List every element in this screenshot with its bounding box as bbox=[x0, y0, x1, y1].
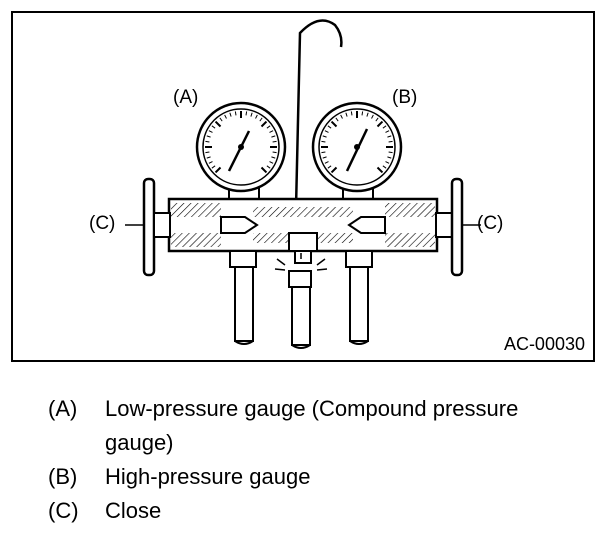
leak-spray-lines bbox=[274, 253, 328, 271]
dial-tick bbox=[224, 114, 227, 119]
callout-a: (A) bbox=[173, 87, 199, 108]
dial-tick bbox=[330, 120, 338, 128]
dial-tick bbox=[387, 135, 392, 138]
dial-tick bbox=[245, 111, 248, 116]
dial-tick bbox=[375, 117, 379, 122]
legend-key: (C) bbox=[48, 498, 79, 523]
manifold-gauge-figure: (A) (B) (C) (C) AC-00030 bbox=[11, 11, 595, 362]
dial-tick bbox=[219, 117, 223, 122]
dial-tick bbox=[259, 117, 263, 122]
left-valve-knob bbox=[142, 177, 171, 277]
dial-tick bbox=[211, 125, 216, 129]
dial-tick bbox=[260, 120, 268, 128]
legend: (A) Low-pressure gauge (Compound pressur… bbox=[48, 392, 588, 528]
dial-tick bbox=[234, 111, 237, 116]
dial-tick bbox=[269, 161, 274, 164]
right-hose bbox=[345, 250, 373, 345]
dial-tick bbox=[327, 125, 332, 129]
dial-tick bbox=[208, 130, 213, 133]
legend-key: (B) bbox=[48, 464, 78, 489]
dial-tick bbox=[250, 112, 253, 117]
dial-tick bbox=[385, 130, 390, 133]
dial-tick bbox=[205, 140, 210, 143]
callout-c-right: (C) bbox=[477, 213, 504, 234]
center-hose bbox=[274, 250, 328, 349]
dial-tick bbox=[206, 135, 211, 138]
dial-tick bbox=[327, 165, 332, 169]
dial-tick bbox=[376, 120, 384, 128]
dial-tick bbox=[229, 112, 232, 117]
dial-tick bbox=[340, 114, 343, 119]
dial-tick bbox=[266, 125, 271, 129]
manifold-gauge-drawing bbox=[125, 19, 481, 349]
legend-text: High-pressure gauge bbox=[105, 464, 311, 489]
callout-c-left: (C) bbox=[89, 213, 116, 234]
dial-tick bbox=[385, 161, 390, 164]
dial-tick bbox=[322, 156, 327, 159]
legend-text: Low-pressure gauge (Compound pressure ga… bbox=[105, 396, 519, 455]
dial-tick bbox=[208, 161, 213, 164]
legend-item-b: (B) High-pressure gauge bbox=[48, 460, 588, 494]
legend-item-a: (A) Low-pressure gauge (Compound pressur… bbox=[48, 392, 588, 460]
dial-tick bbox=[388, 151, 393, 154]
dial-tick bbox=[330, 166, 338, 174]
dial-tick bbox=[376, 166, 384, 174]
hanging-hook bbox=[294, 19, 343, 209]
dial-tick bbox=[382, 165, 387, 169]
dial-tick bbox=[214, 120, 222, 128]
dial-tick bbox=[271, 156, 276, 159]
dial-tick bbox=[205, 151, 210, 154]
dial-tick bbox=[271, 135, 276, 138]
dial-tick bbox=[387, 156, 392, 159]
dial-tick bbox=[269, 130, 274, 133]
dial-tick bbox=[335, 117, 339, 122]
manifold-body bbox=[167, 197, 439, 253]
dial-tick bbox=[272, 140, 277, 143]
right-valve-knob bbox=[435, 177, 464, 277]
dial-tick bbox=[366, 112, 369, 117]
dial-tick bbox=[371, 114, 374, 119]
dial-tick bbox=[361, 111, 364, 116]
left-hose bbox=[229, 250, 257, 345]
dial-tick bbox=[324, 161, 329, 164]
dial-tick bbox=[388, 140, 393, 143]
gauge-a-needle bbox=[227, 130, 251, 172]
dial-tick bbox=[350, 111, 353, 116]
dial-tick bbox=[211, 165, 216, 169]
figure-id: AC-00030 bbox=[503, 334, 585, 354]
dial-tick bbox=[260, 166, 268, 174]
dial-tick bbox=[321, 151, 326, 154]
dial-tick bbox=[255, 114, 258, 119]
dial-tick bbox=[321, 140, 326, 143]
dial-tick bbox=[382, 125, 387, 129]
dial-tick bbox=[322, 135, 327, 138]
legend-item-c: (C) Close bbox=[48, 494, 588, 528]
low-pressure-gauge bbox=[195, 101, 287, 193]
dial-tick bbox=[324, 130, 329, 133]
dial-tick bbox=[206, 156, 211, 159]
legend-key: (A) bbox=[48, 396, 78, 421]
dial-tick bbox=[272, 151, 277, 154]
high-pressure-gauge bbox=[311, 101, 403, 193]
legend-text: Close bbox=[105, 498, 162, 523]
dial-tick bbox=[266, 165, 271, 169]
callout-b: (B) bbox=[392, 87, 418, 108]
dial-tick bbox=[345, 112, 348, 117]
dial-tick bbox=[214, 166, 222, 174]
